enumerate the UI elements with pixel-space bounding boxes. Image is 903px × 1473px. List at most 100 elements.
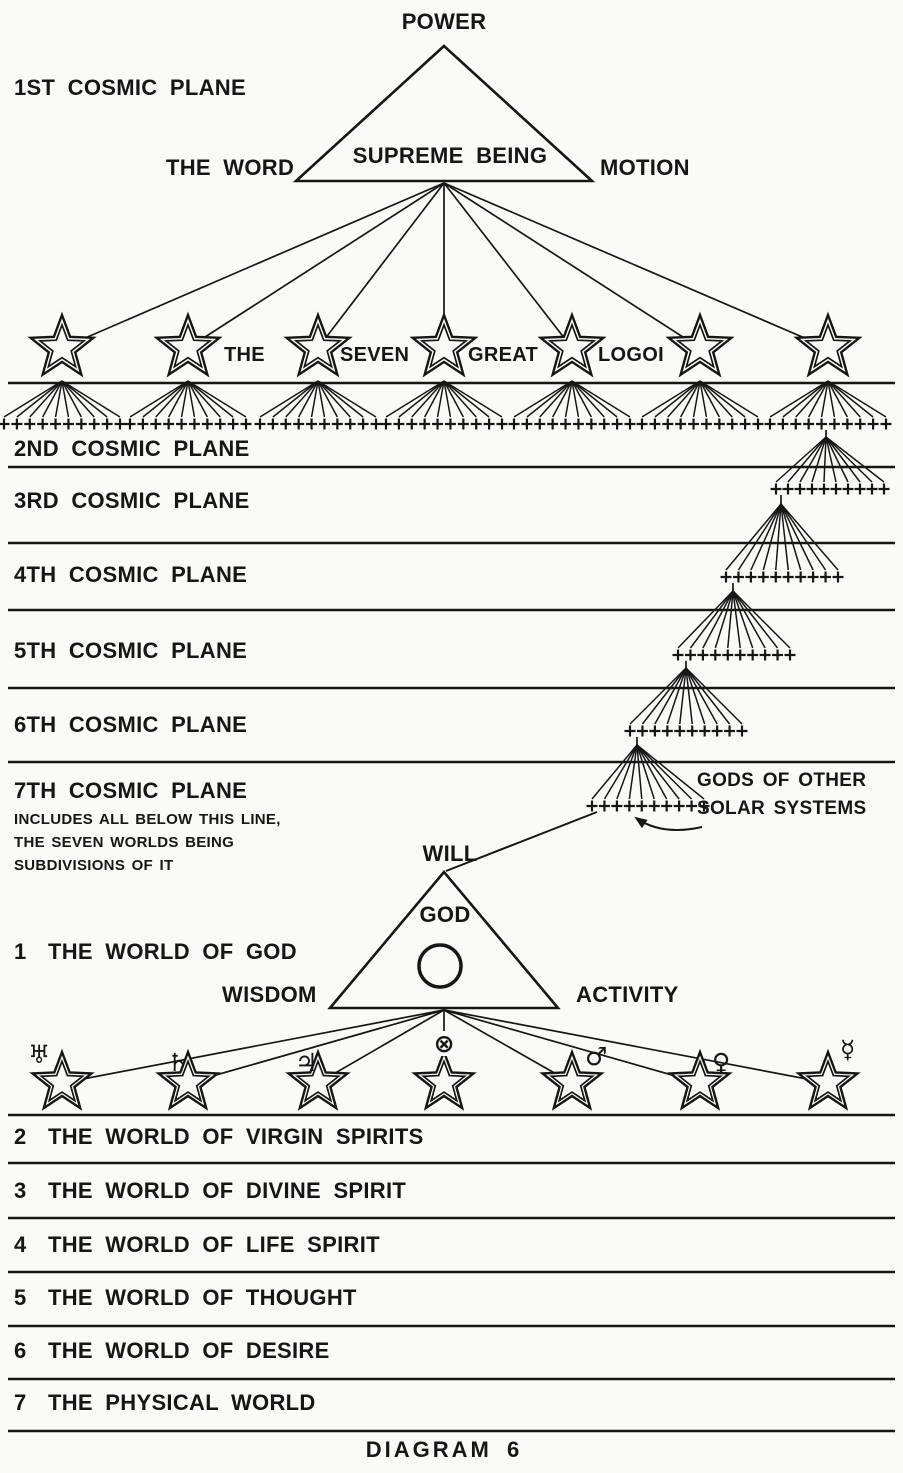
emanation-line [526, 380, 573, 418]
emanation-line [317, 1009, 445, 1084]
world-7-row: 7 THE PHYSICAL WORLD [14, 1390, 316, 1416]
emanation-line [823, 436, 827, 483]
motion-label: MOTION [600, 155, 690, 180]
spirit-plus-mark [318, 418, 330, 430]
spirit-plus-mark [306, 418, 318, 430]
emanation-line [666, 667, 687, 725]
spirit-plus-mark [24, 418, 36, 430]
spirit-plus-mark [764, 418, 776, 430]
emanation-line [827, 380, 836, 418]
world-3-number: 3 [14, 1178, 27, 1203]
world-5-row: 5 THE WORLD OF THOUGHT [14, 1285, 357, 1311]
emanation-line [699, 380, 720, 418]
will-label: WILL [422, 841, 478, 866]
spirit-plus-mark [227, 418, 239, 430]
spirit-plus-mark [806, 483, 818, 495]
gods-note-line-2: SOLAR SYSTEMS [697, 798, 867, 819]
five-pointed-star [29, 1048, 95, 1111]
cosmic-plane-7-label: 7TH COSMIC PLANE [14, 778, 248, 803]
emanation-fan [672, 590, 796, 661]
emanation-line [641, 667, 687, 725]
spirit-plus-mark [586, 800, 598, 812]
spirit-plus-mark [686, 725, 698, 737]
emanation-line [787, 436, 827, 483]
world-7-label: THE PHYSICAL WORLD [48, 1390, 316, 1415]
power-label: POWER [401, 9, 487, 34]
spirit-plus-mark [254, 418, 266, 430]
spirit-plus-mark [534, 418, 546, 430]
spirit-plus-mark [772, 649, 784, 661]
emanation-fan [720, 503, 844, 583]
spirit-plus-mark [636, 800, 648, 812]
emanation-line [762, 503, 782, 571]
spirit-plus-mark [699, 725, 711, 737]
emanation-line [680, 380, 701, 418]
world-1-label: THE WORLD OF GOD [48, 939, 297, 964]
uranus-icon: ♅ [28, 1040, 51, 1069]
emanation-line [780, 503, 814, 571]
emanation-line [780, 503, 827, 571]
five-pointed-star [793, 311, 863, 378]
emanation-line [187, 380, 208, 418]
spirit-plus-mark [649, 418, 661, 430]
world-6-row: 6 THE WORLD OF DESIRE [14, 1338, 330, 1364]
spirit-plus-mark [736, 725, 748, 737]
god-circle [417, 943, 463, 989]
cosmic-plane-2-label: 2ND COSMIC PLANE [14, 436, 250, 461]
emanation-line [825, 436, 849, 483]
logoi-caption-seven: SEVEN [340, 344, 410, 366]
emanation-line [737, 503, 782, 571]
emanation-line [799, 436, 827, 483]
spirit-plus-mark [770, 571, 782, 583]
saturn-icon: ♄ [167, 1048, 190, 1077]
emanation-line [61, 380, 121, 418]
spirit-plus-mark [611, 418, 623, 430]
five-pointed-star [27, 311, 97, 378]
world-1-row: 1 THE WORLD OF GOD [14, 939, 297, 965]
emanation-line [636, 744, 655, 800]
emanation-line [539, 380, 573, 418]
emanation-line [436, 380, 445, 418]
world-4-label: THE WORLD OF LIFE SPIRIT [48, 1232, 380, 1257]
emanation-line [636, 744, 643, 800]
emanation-line [16, 380, 63, 418]
spirit-plus-mark [101, 418, 113, 430]
emanation-line [679, 667, 687, 725]
emanation-line [699, 380, 708, 418]
world-3-row: 3 THE WORLD OF DIVINE SPIRIT [14, 1178, 406, 1204]
emanation-line [750, 503, 782, 571]
emanation-line [692, 380, 701, 418]
spirit-plus-mark [188, 418, 200, 430]
emanation-fan [124, 380, 252, 430]
five-pointed-star [411, 1048, 477, 1111]
spirit-plus-mark [832, 571, 844, 583]
emanation-line [398, 380, 445, 418]
emanation-line [827, 380, 848, 418]
emanation-fan [0, 380, 126, 430]
emanation-line [775, 503, 782, 571]
logoi-fan-lines [61, 182, 829, 349]
spirit-plus-mark [816, 418, 828, 430]
emanation-line [641, 380, 701, 418]
emanation-line [317, 380, 338, 418]
world-7-number: 7 [14, 1390, 27, 1415]
emanation-line [187, 380, 196, 418]
five-pointed-star [155, 1048, 221, 1111]
cosmic-plane-3-label: 3RD COSMIC PLANE [14, 488, 250, 513]
spirit-plus-mark [854, 418, 866, 430]
emanation-line [61, 380, 70, 418]
plane-7-note-line-2: THE SEVEN WORLDS BEING [14, 834, 235, 851]
plane-7-note-line-1: INCLUDES ALL BELOW THIS LINE, [14, 811, 281, 828]
emanation-line [667, 380, 701, 418]
spirit-plus-mark [818, 483, 830, 495]
emanation-line [411, 380, 445, 418]
spirit-plus-mark [611, 800, 623, 812]
emanation-fan [380, 380, 508, 430]
spirit-plus-mark [521, 418, 533, 430]
emanation-line [443, 182, 701, 349]
emanation-line [3, 380, 63, 418]
spirit-plus-mark [560, 418, 572, 430]
supreme-being-label: SUPREME BEING [352, 143, 548, 168]
spirit-plus-mark [50, 418, 62, 430]
emanation-line [168, 380, 189, 418]
